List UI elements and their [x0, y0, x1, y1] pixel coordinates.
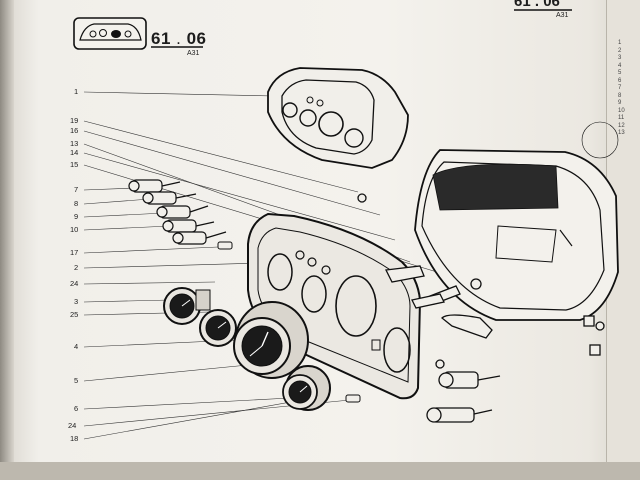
- facing-page-number: 1: [618, 40, 622, 46]
- callout-label: 25: [70, 310, 79, 319]
- gauge-4-large: [233, 301, 309, 379]
- callout-label: 14: [70, 148, 79, 157]
- facing-page-number: 5: [618, 70, 622, 76]
- callout-label: 15: [70, 160, 79, 169]
- next-section-number: 61 . 06: [514, 0, 560, 10]
- callout-label: 5: [74, 376, 79, 385]
- facing-page-list: 1 2 3 4 5 6 7 8 9 10 11 12 13: [618, 40, 625, 138]
- callout-label: 10: [70, 225, 79, 234]
- callout-label: 4: [74, 342, 79, 351]
- gauge-3: [163, 287, 211, 325]
- facing-page-number: 13: [618, 130, 625, 136]
- callout-label: 13: [70, 139, 79, 148]
- callout-label: 8: [74, 199, 79, 208]
- facing-page-number: 8: [618, 92, 622, 99]
- mounting-brackets: [357, 193, 605, 369]
- callout-label: 3: [74, 297, 79, 306]
- facing-page-number: 4: [618, 62, 622, 69]
- book-binding: [0, 0, 14, 480]
- facing-page-number: 11: [618, 115, 625, 121]
- switch-assemblies: [426, 371, 501, 423]
- callout-label: 24: [68, 421, 77, 430]
- callout-label: 17: [70, 248, 79, 257]
- callout-label: 19: [70, 116, 79, 125]
- page-bottom-edge: [0, 462, 640, 480]
- facing-page-number: 3: [618, 55, 622, 61]
- section-number: 61 . 06: [151, 29, 207, 48]
- callout-label: 7: [74, 185, 79, 194]
- screw-17: [217, 241, 233, 250]
- bulb-holders: [128, 179, 227, 245]
- callout-label: 18: [70, 434, 79, 443]
- gauge-25: [199, 309, 237, 347]
- instrument-hood-assembly: [267, 67, 409, 169]
- facing-page-number: 10: [618, 107, 625, 114]
- section-reference: A31: [187, 50, 200, 57]
- facing-page-number: 2: [618, 47, 622, 54]
- callout-label: 2: [74, 263, 79, 272]
- facing-page-number: 9: [618, 100, 622, 106]
- facing-page-number: 7: [618, 85, 622, 91]
- rear-cowl-housing: [414, 121, 619, 321]
- callout-label: 1: [74, 87, 79, 96]
- callout-label: 9: [74, 212, 79, 221]
- callout-label: 24: [70, 279, 79, 288]
- screw-24: [345, 394, 361, 403]
- facing-page-number: 12: [618, 122, 625, 129]
- facing-page-number: 6: [618, 77, 622, 84]
- callout-label: 6: [74, 404, 79, 413]
- gauge-6: [282, 365, 331, 411]
- callout-label: 16: [70, 126, 79, 135]
- instrument-cluster-thumbnail-icon: [73, 17, 147, 50]
- next-section-reference: A31: [556, 12, 569, 19]
